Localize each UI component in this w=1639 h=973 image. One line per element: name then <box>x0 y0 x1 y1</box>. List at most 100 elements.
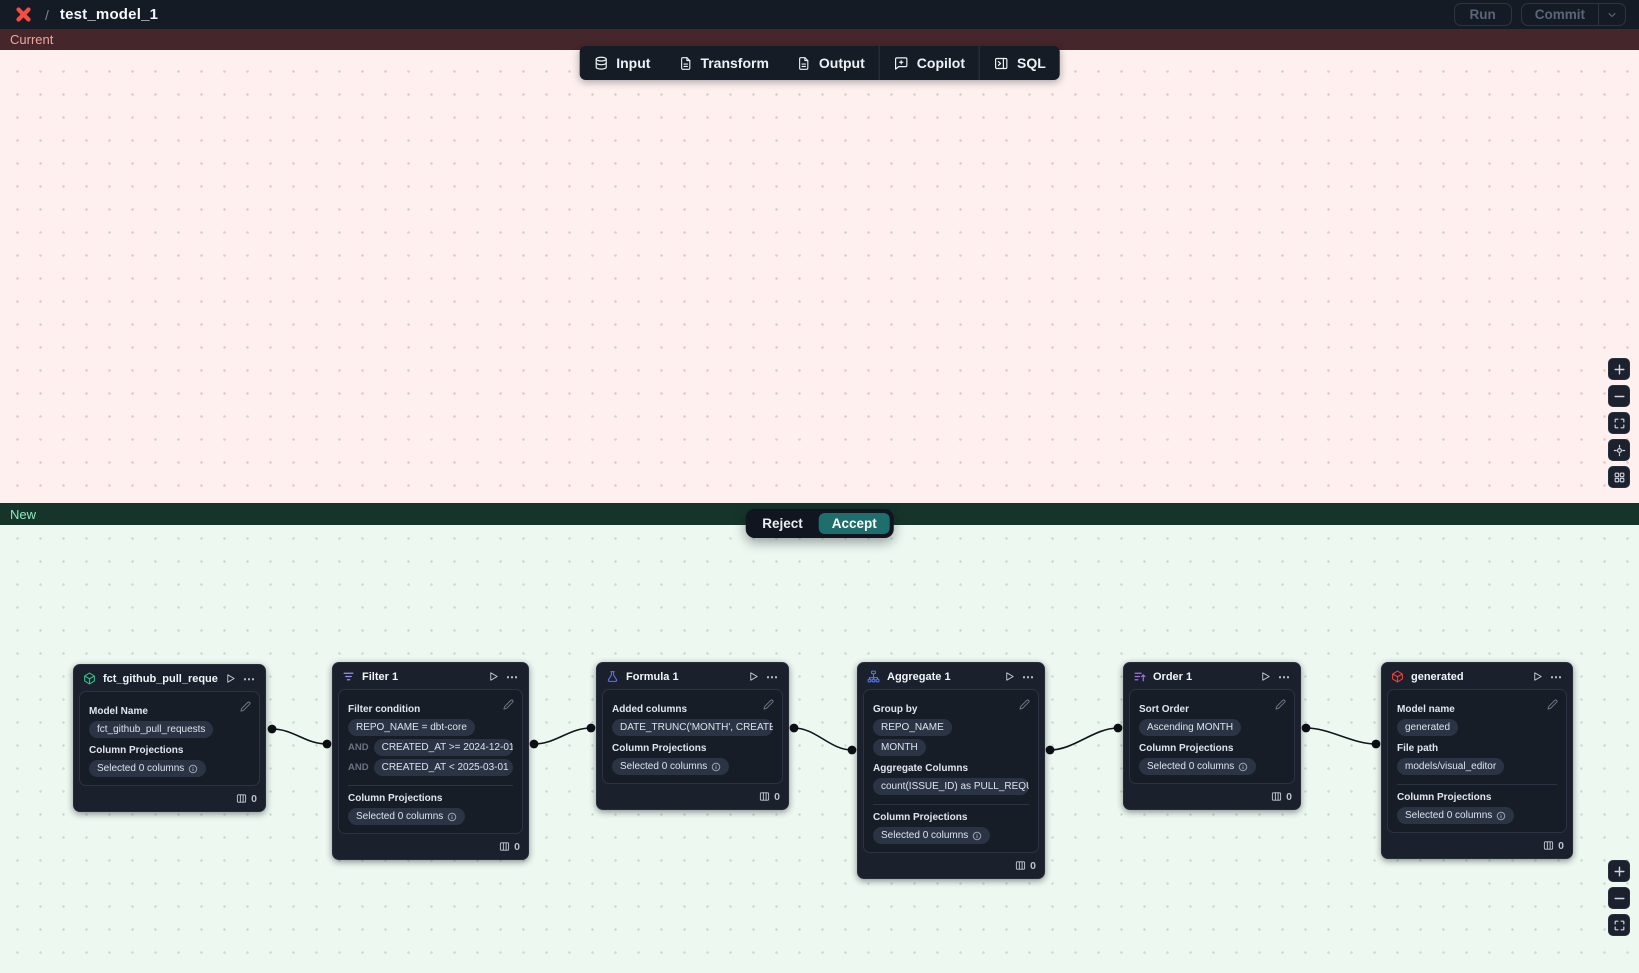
new-pane: New Reject Accept fct_github_pull_requ <box>0 503 1639 973</box>
toolbar-item-output[interactable]: Output <box>783 46 879 80</box>
play-icon[interactable] <box>1532 671 1543 682</box>
node-fct-github-pull-requests[interactable]: fct_github_pull_requests ⋯ Model Name fc… <box>73 664 266 812</box>
value-pill[interactable]: fct_github_pull_requests <box>89 721 213 738</box>
zoom-out-button[interactable] <box>1608 385 1630 407</box>
edit-pencil-icon[interactable] <box>1019 697 1030 715</box>
column-projections-pill[interactable]: Selected 0 columns <box>89 760 206 777</box>
cube-icon <box>83 672 96 685</box>
toggle-interactivity-button[interactable] <box>1608 439 1630 461</box>
flask-icon <box>606 670 619 683</box>
chevron-down-icon[interactable] <box>1599 4 1625 25</box>
current-canvas-controls <box>1608 358 1630 488</box>
columns-icon <box>759 791 770 802</box>
fit-view-button[interactable] <box>1608 914 1630 936</box>
zoom-out-button[interactable] <box>1608 887 1630 909</box>
chat-plus-icon <box>894 56 909 71</box>
node-title: Filter 1 <box>362 671 481 683</box>
node-order-1[interactable]: Order 1 ⋯ Sort Order Ascending MONTH Col… <box>1123 662 1301 810</box>
model-name-pill[interactable]: generated <box>1397 719 1458 736</box>
group-by-pill[interactable]: MONTH <box>873 739 926 756</box>
zoom-in-button[interactable] <box>1608 358 1630 380</box>
play-icon[interactable] <box>1004 671 1015 682</box>
zoom-in-button[interactable] <box>1608 860 1630 882</box>
play-icon[interactable] <box>488 671 499 682</box>
panel-right-icon <box>994 56 1009 71</box>
sort-order-pill[interactable]: Ascending MONTH <box>1139 719 1241 736</box>
edit-pencil-icon[interactable] <box>1547 697 1558 715</box>
play-icon[interactable] <box>748 671 759 682</box>
field-label: Added columns <box>612 704 773 715</box>
file-path-pill[interactable]: models/visual_editor <box>1397 758 1504 775</box>
more-menu-icon[interactable]: ⋯ <box>766 671 779 683</box>
columns-icon <box>1271 791 1282 802</box>
commit-split-button[interactable]: Commit <box>1521 3 1626 26</box>
group-by-pill[interactable]: REPO_NAME <box>873 719 952 736</box>
node-footer: 0 <box>597 784 788 809</box>
topbar-actions: Run Commit <box>1454 3 1627 26</box>
filter-condition-pill[interactable]: CREATED_AT >= 2024-12-01 <box>374 739 513 756</box>
column-projections-pill[interactable]: Selected 0 columns <box>1139 758 1256 775</box>
toolbar-item-copilot[interactable]: Copilot <box>880 46 979 80</box>
reject-button[interactable]: Reject <box>749 513 816 534</box>
field-label: Model Name <box>89 706 250 717</box>
formula-pill[interactable]: DATE_TRUNC('MONTH', CREATED_AT… <box>612 719 773 736</box>
more-menu-icon[interactable]: ⋯ <box>1022 671 1035 683</box>
node-header[interactable]: generated ⋯ <box>1382 663 1572 689</box>
play-icon[interactable] <box>1260 671 1271 682</box>
toolbar-item-sql[interactable]: SQL <box>980 46 1060 80</box>
column-projections-pill[interactable]: Selected 0 columns <box>873 827 990 844</box>
divider <box>873 804 1029 805</box>
node-generated[interactable]: generated ⋯ Model name generated File pa… <box>1381 662 1573 859</box>
filter-condition-pill[interactable]: CREATED_AT < 2025-03-01 <box>374 759 513 776</box>
node-header[interactable]: Order 1 ⋯ <box>1124 663 1300 689</box>
field-label: Column Projections <box>348 793 513 804</box>
aggregate-pill[interactable]: count(ISSUE_ID) as PULL_REQUEST_… <box>873 778 1029 795</box>
node-aggregate-1[interactable]: Aggregate 1 ⋯ Group by REPO_NAME MONTH A… <box>857 662 1045 879</box>
node-header[interactable]: Formula 1 ⋯ <box>597 663 788 689</box>
new-canvas-controls <box>1608 860 1630 936</box>
and-operator: AND <box>348 762 369 773</box>
more-menu-icon[interactable]: ⋯ <box>1278 671 1291 683</box>
node-body: Added columns DATE_TRUNC('MONTH', CREATE… <box>602 689 783 784</box>
node-filter-1[interactable]: Filter 1 ⋯ Filter condition REPO_NAME = … <box>332 662 529 860</box>
toolbar-item-transform[interactable]: Transform <box>664 46 782 80</box>
node-footer: 0 <box>1124 784 1300 809</box>
edit-pencil-icon[interactable] <box>763 697 774 715</box>
run-button[interactable]: Run <box>1454 3 1512 26</box>
node-title: Formula 1 <box>626 671 741 683</box>
column-projections-pill[interactable]: Selected 0 columns <box>1397 807 1514 824</box>
divider <box>1397 784 1557 785</box>
accept-button[interactable]: Accept <box>819 513 890 534</box>
column-projections-pill[interactable]: Selected 0 columns <box>612 758 729 775</box>
current-canvas[interactable] <box>0 50 1639 503</box>
column-projections-pill[interactable]: Selected 0 columns <box>348 808 465 825</box>
more-menu-icon[interactable]: ⋯ <box>506 671 519 683</box>
tidy-layout-button[interactable] <box>1608 466 1630 488</box>
filter-condition-pill[interactable]: REPO_NAME = dbt-core <box>348 719 475 736</box>
field-label: Aggregate Columns <box>873 763 1029 774</box>
field-label: Column Projections <box>1397 792 1557 803</box>
columns-icon <box>1543 840 1554 851</box>
more-menu-icon[interactable]: ⋯ <box>243 673 256 685</box>
play-icon[interactable] <box>225 673 236 684</box>
columns-icon <box>236 793 247 804</box>
commit-button[interactable]: Commit <box>1522 4 1599 25</box>
edit-pencil-icon[interactable] <box>240 699 251 717</box>
fit-view-button[interactable] <box>1608 412 1630 434</box>
node-header[interactable]: Filter 1 ⋯ <box>333 663 528 689</box>
node-title: generated <box>1411 671 1525 683</box>
node-footer: 0 <box>333 834 528 859</box>
node-footer: 0 <box>74 786 265 811</box>
node-header[interactable]: fct_github_pull_requests ⋯ <box>74 665 265 691</box>
info-icon <box>711 762 721 772</box>
dbt-logo[interactable] <box>13 4 34 25</box>
node-title: Order 1 <box>1153 671 1253 683</box>
more-menu-icon[interactable]: ⋯ <box>1550 671 1563 683</box>
edit-pencil-icon[interactable] <box>503 697 514 715</box>
filter-icon <box>342 670 355 683</box>
node-header[interactable]: Aggregate 1 ⋯ <box>858 663 1044 689</box>
node-title: fct_github_pull_requests <box>103 673 218 685</box>
edit-pencil-icon[interactable] <box>1275 697 1286 715</box>
node-formula-1[interactable]: Formula 1 ⋯ Added columns DATE_TRUNC('MO… <box>596 662 789 810</box>
toolbar-item-input[interactable]: Input <box>579 46 664 80</box>
